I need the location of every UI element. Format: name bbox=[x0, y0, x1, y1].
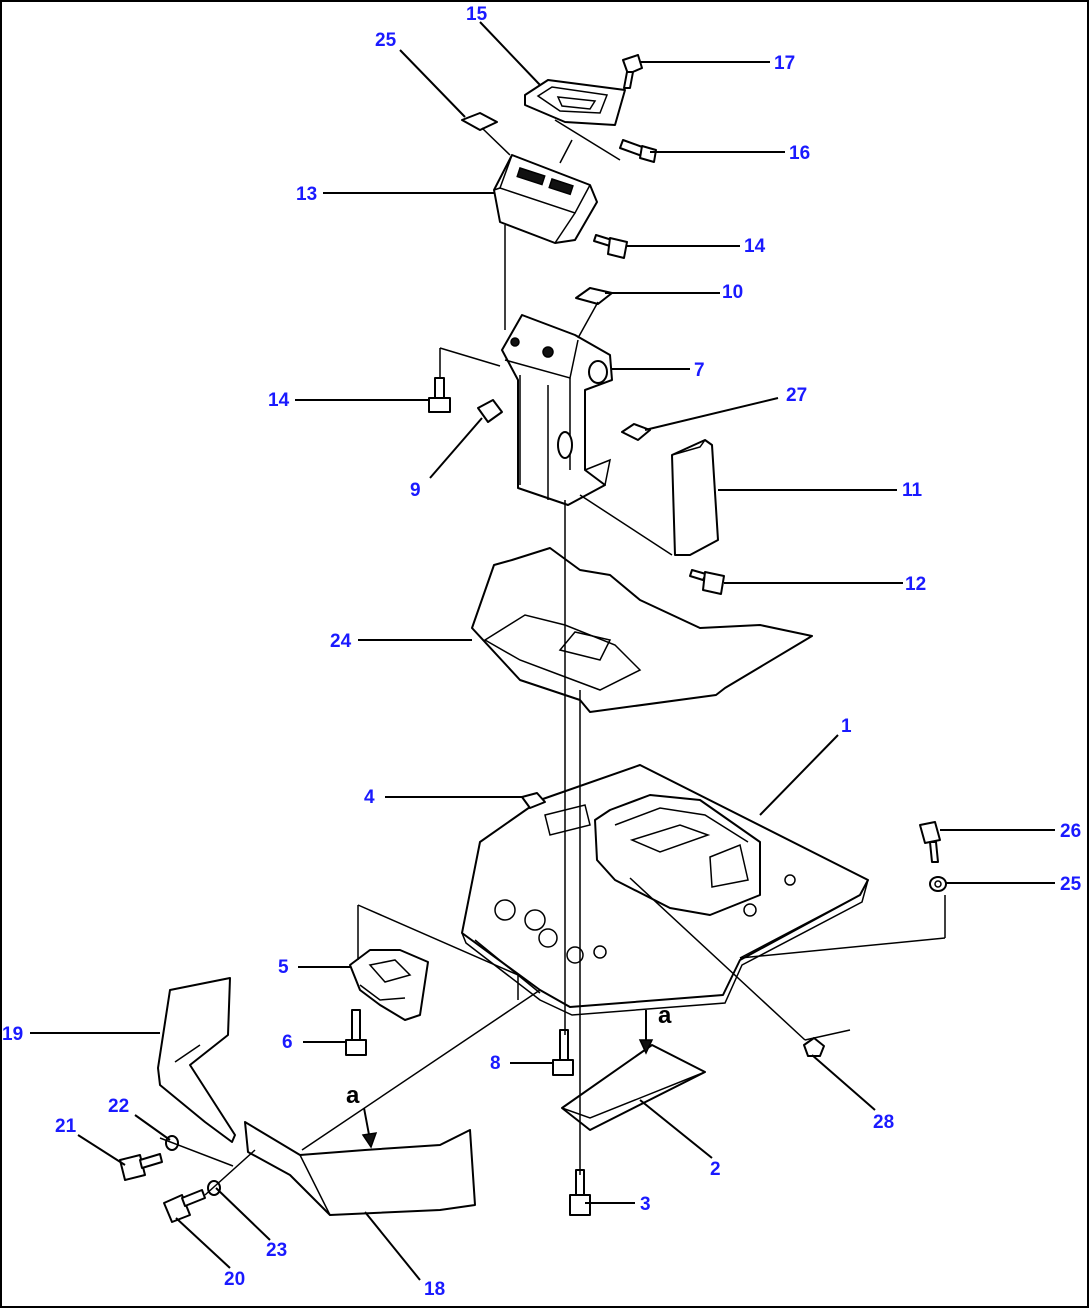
callout-2: 2 bbox=[710, 1159, 721, 1180]
view-arrow-upper bbox=[638, 1010, 654, 1055]
part-21-bolt bbox=[119, 1153, 163, 1181]
callout-22-upper: 22 bbox=[108, 1096, 129, 1117]
part-12-bolt bbox=[689, 569, 725, 595]
callout-7: 7 bbox=[694, 360, 705, 381]
callout-8: 8 bbox=[490, 1053, 501, 1074]
part-11-plate bbox=[671, 439, 719, 556]
callout-14-upper: 14 bbox=[744, 236, 766, 257]
callout-27: 27 bbox=[786, 385, 807, 406]
part-17-bolt bbox=[622, 54, 643, 89]
callout-23: 24 bbox=[330, 631, 352, 652]
callout-19: 19 bbox=[2, 1024, 23, 1045]
part-16-bolt bbox=[619, 139, 657, 163]
part-13-console-box bbox=[493, 154, 598, 244]
part-14-bolt-left bbox=[428, 377, 451, 413]
part-10-plate bbox=[575, 287, 613, 305]
callout-17: 17 bbox=[774, 53, 795, 74]
callout-18: 18 bbox=[424, 1279, 445, 1300]
callout-21: 21 bbox=[55, 1116, 77, 1137]
callout-25: 26 bbox=[1060, 821, 1081, 842]
callout-14-left: 14 bbox=[268, 390, 290, 411]
part-5-bracket bbox=[349, 949, 429, 1021]
part-7-pillar bbox=[501, 314, 613, 506]
part-28-nut bbox=[803, 1037, 825, 1057]
callout-28: 28 bbox=[873, 1112, 894, 1133]
callout-15: 15 bbox=[466, 4, 488, 25]
callout-4: 4 bbox=[364, 787, 375, 808]
callout-3: 3 bbox=[640, 1194, 651, 1215]
callout-6: 6 bbox=[282, 1032, 293, 1053]
part-4-nut bbox=[521, 792, 546, 809]
part-27-clip bbox=[621, 423, 651, 441]
part-6-bolt bbox=[345, 1009, 367, 1056]
view-mark-a-upper: a bbox=[658, 1002, 672, 1029]
part-18-cover bbox=[244, 1121, 476, 1216]
part-23-floor-mat bbox=[471, 547, 813, 713]
callout-22-lower: 23 bbox=[266, 1240, 287, 1261]
part-19-cover bbox=[157, 977, 236, 1143]
callout-12: 12 bbox=[905, 574, 926, 595]
part-20-bolt bbox=[163, 1189, 206, 1223]
callout-1: 1 bbox=[841, 716, 852, 737]
part-24-pad bbox=[461, 112, 498, 131]
part-25-bolt bbox=[919, 821, 941, 863]
part-2-plate bbox=[561, 1044, 706, 1131]
part-3-bolt bbox=[569, 1169, 591, 1216]
callout-11: 11 bbox=[902, 480, 923, 501]
leader-lines bbox=[30, 21, 1055, 1281]
callout-16: 16 bbox=[789, 143, 810, 164]
callout-26: 25 bbox=[1060, 874, 1082, 895]
part-26-washer bbox=[929, 876, 947, 892]
callout-10: 10 bbox=[722, 282, 743, 303]
part-15-cover bbox=[524, 79, 626, 126]
part-1-floor-frame bbox=[461, 764, 869, 1016]
callout-9: 9 bbox=[410, 480, 421, 501]
assembly-lines bbox=[159, 119, 946, 1196]
view-mark-a-lower: a bbox=[346, 1082, 360, 1109]
part-8-bolt bbox=[552, 1029, 574, 1076]
callout-5: 5 bbox=[278, 957, 289, 978]
callout-13: 13 bbox=[296, 184, 317, 205]
callout-20: 20 bbox=[224, 1269, 245, 1290]
view-arrow-lower bbox=[361, 1107, 378, 1149]
part-9-bushing bbox=[477, 399, 503, 423]
callout-24: 25 bbox=[375, 30, 397, 51]
part-14-bolt-upper bbox=[593, 234, 628, 259]
